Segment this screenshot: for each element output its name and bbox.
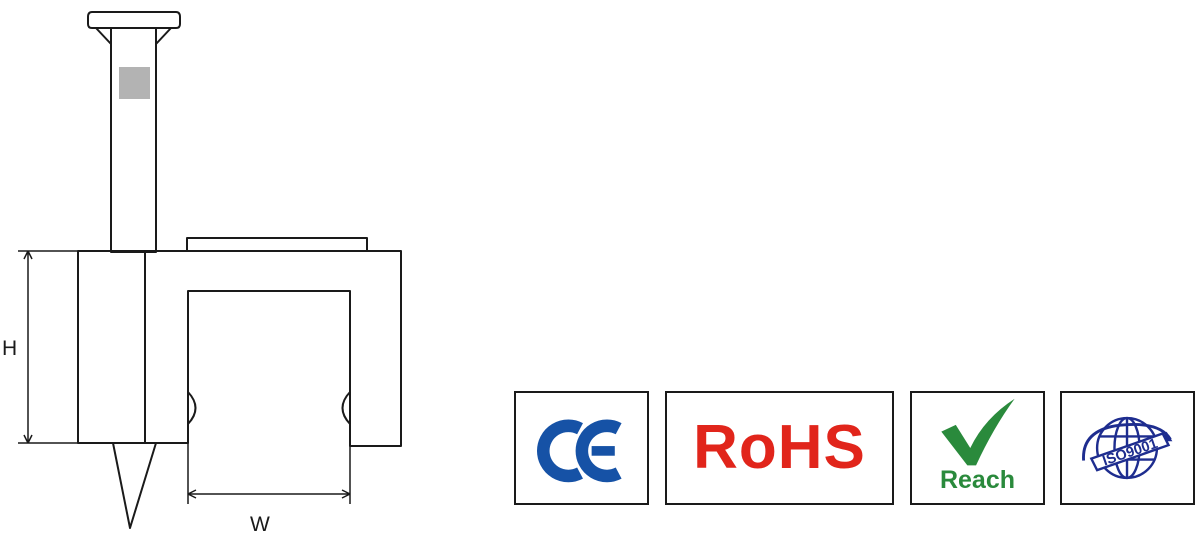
clip-body <box>77 250 402 447</box>
clip-bump-right <box>341 391 351 425</box>
rohs-certification-box: RoHS <box>665 391 894 505</box>
height-dimension <box>18 250 78 444</box>
clip-bump-left <box>187 391 197 425</box>
iso-certification-box: ISO9001 <box>1060 391 1195 505</box>
clip-top-strip <box>186 237 368 252</box>
nail-head <box>87 11 181 29</box>
ce-mark-icon <box>537 419 622 483</box>
nail-neck <box>95 27 172 45</box>
rohs-label: RoHS <box>693 413 866 482</box>
width-label: W <box>250 513 270 536</box>
width-dimension <box>187 443 351 504</box>
ce-certification-box <box>514 391 649 505</box>
reach-certification-box: Reach <box>910 391 1045 505</box>
checkmark-icon <box>941 398 1015 466</box>
globe-icon: ISO9001 <box>1082 416 1173 480</box>
nail-label-patch <box>119 67 150 99</box>
reach-label: Reach <box>939 466 1016 494</box>
nail-shank <box>110 27 157 253</box>
height-label: H <box>2 337 17 360</box>
nail-tip <box>112 442 157 529</box>
